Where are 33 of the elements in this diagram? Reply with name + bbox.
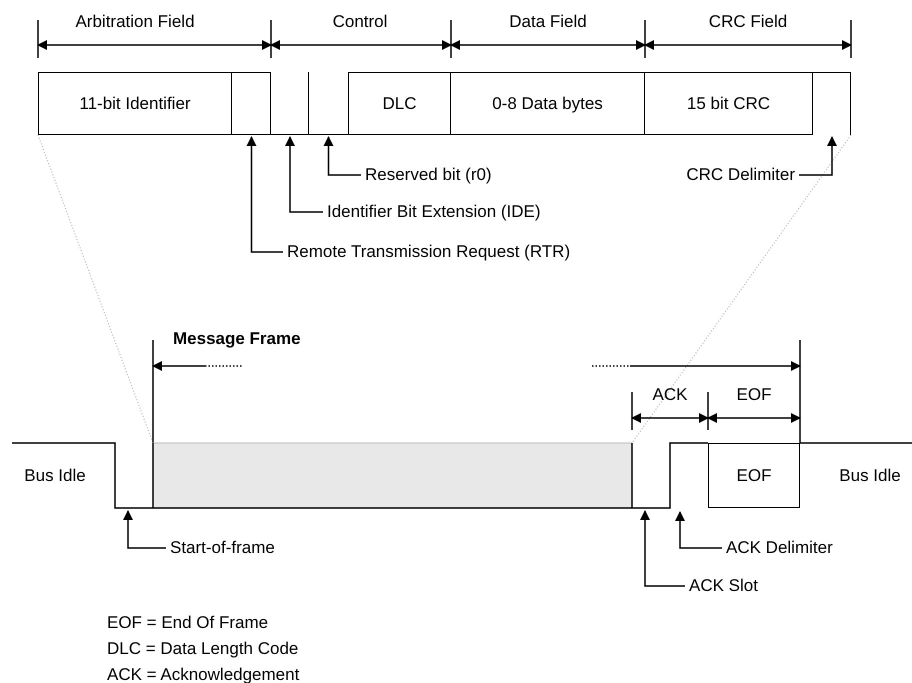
field-label: Data Field xyxy=(509,12,587,32)
callout-label: Start-of-frame xyxy=(170,538,275,558)
field-label: ACK xyxy=(652,385,688,405)
field-label: CRC Field xyxy=(708,12,788,32)
callout-label: ACK Slot xyxy=(689,576,758,596)
bit-field-box xyxy=(813,72,851,135)
bit-field-box xyxy=(232,72,271,135)
field-label: Arbitration Field xyxy=(75,12,195,32)
bit-field: 0-8 Data bytes xyxy=(451,72,645,135)
note-text: EOF = End Of Frame xyxy=(107,613,268,633)
leader-line xyxy=(675,511,722,549)
callout-label: Reserved bit (r0) xyxy=(365,165,492,185)
bit-field: DLC xyxy=(348,72,451,135)
field-label: EOF xyxy=(736,385,772,405)
state-label: Bus Idle xyxy=(24,466,86,486)
bit-field: 15 bit CRC xyxy=(645,72,813,135)
leader-line xyxy=(640,510,685,587)
state-label: Bus Idle xyxy=(839,466,901,486)
callout-label: ACK Delimiter xyxy=(726,538,833,558)
leader-line xyxy=(799,136,837,176)
callout-label: Remote Transmission Request (RTR) xyxy=(287,242,570,262)
leader-line xyxy=(246,136,283,253)
leader-line xyxy=(285,136,323,213)
field-label: Control xyxy=(332,12,388,32)
bit-field-box xyxy=(271,72,309,135)
bit-field: EOF xyxy=(708,443,800,508)
leader-line xyxy=(324,136,361,176)
callout-label: Identifier Bit Extension (IDE) xyxy=(327,202,541,222)
leader-line xyxy=(123,510,166,549)
frame-label: Message Frame xyxy=(173,329,301,349)
callout-label: CRC Delimiter xyxy=(686,165,795,185)
bit-field: 11-bit Identifier xyxy=(38,72,232,135)
note-text: DLC = Data Length Code xyxy=(107,639,298,659)
